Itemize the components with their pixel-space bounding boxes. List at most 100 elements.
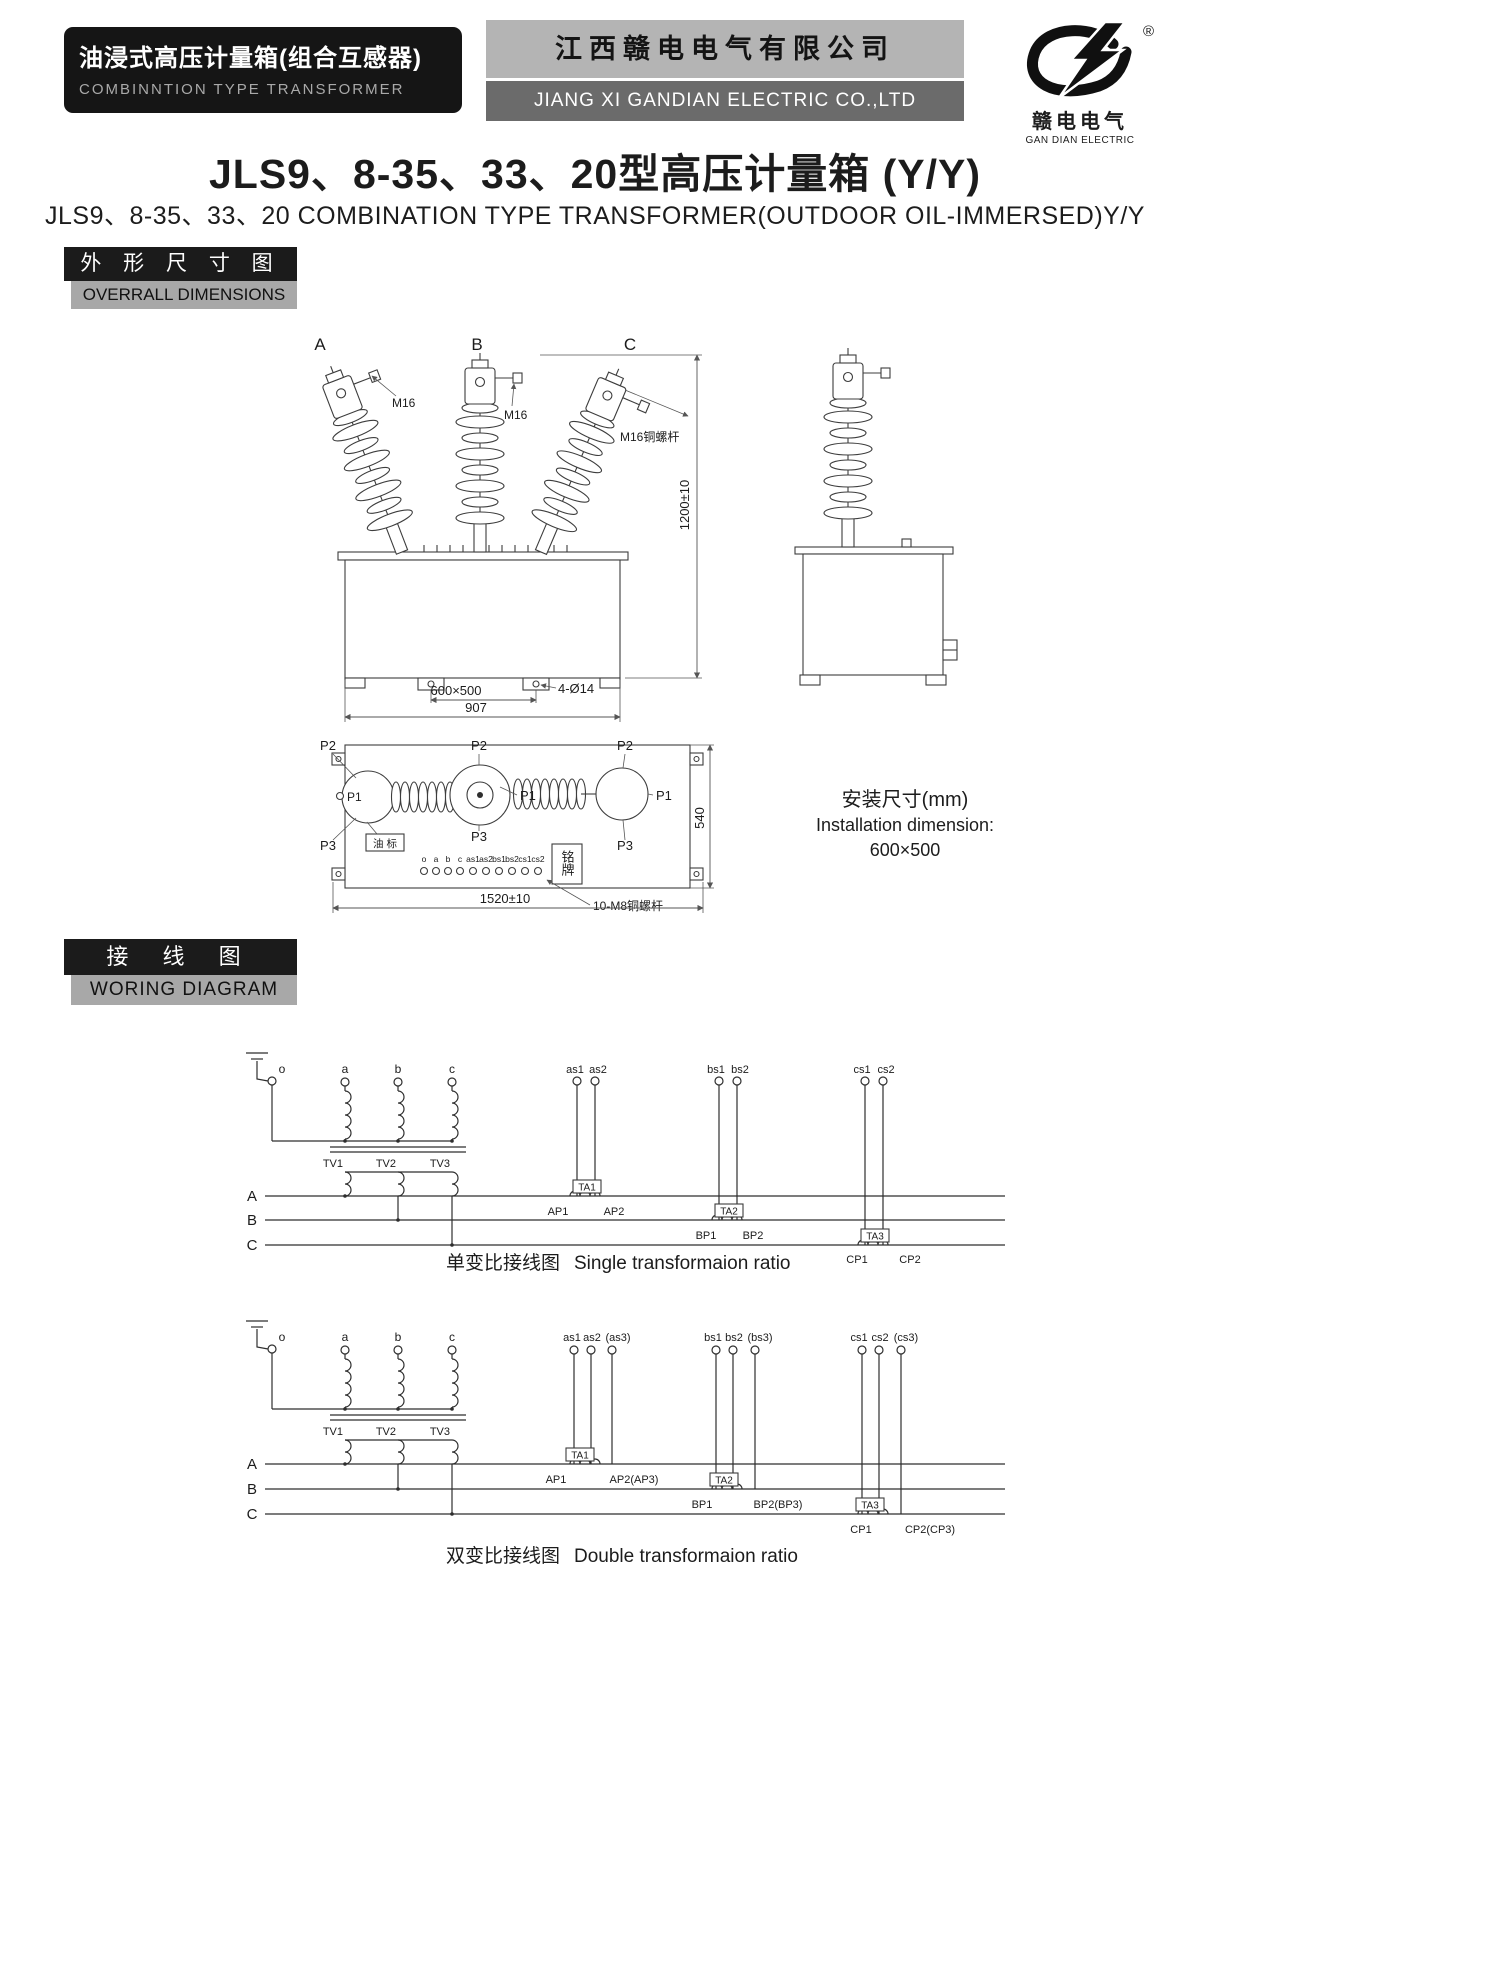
dimension-drawing: A B C M16 M16 M16铜螺杆 1200±10 600×500 4-Ø… <box>307 335 994 913</box>
w2-ap2-label: AP2(AP3) <box>610 1474 659 1486</box>
product-title-en: COMBINNTION TYPE TRANSFORMER <box>79 81 405 98</box>
w2-cs1-label: cs1 <box>850 1332 867 1344</box>
insulator-phase-c <box>518 358 658 569</box>
w2-bs1-label: bs1 <box>704 1332 722 1344</box>
dim-overall-width-label: 1520±10 <box>480 891 531 906</box>
logo-text-en: GAN DIAN ELECTRIC <box>1025 135 1135 146</box>
installation-value: 600×500 <box>870 840 941 860</box>
side-view-drawing <box>794 347 958 686</box>
p3-left-label: P3 <box>320 838 336 853</box>
w1-cs2-label: cs2 <box>877 1064 894 1076</box>
w2-tv3-label: TV3 <box>430 1426 450 1438</box>
w2-ta3-label: TA3 <box>861 1501 879 1512</box>
w2-tv2-label: TV2 <box>376 1426 396 1438</box>
w1-tv1-label: TV1 <box>323 1158 343 1170</box>
w2-line-c-label: C <box>247 1506 258 1523</box>
w2-line-b-label: B <box>247 1481 257 1498</box>
terminal-label: as2 <box>479 854 493 864</box>
w2-ta2-label: TA2 <box>715 1476 733 1487</box>
dim-height-label: 1200±10 <box>677 480 692 531</box>
w1-caption-en: Single transformaion ratio <box>574 1253 791 1274</box>
terminal-label: c <box>458 854 463 864</box>
section-dimensions-cn: 外 形 尺 寸 图 <box>64 247 297 281</box>
dim-base-label: 600×500 <box>431 683 482 698</box>
insulator-phase-a <box>307 350 442 562</box>
w1-coil-b-label: b <box>395 1062 402 1076</box>
w2-as3-label: (as3) <box>605 1332 630 1344</box>
page-title: JLS9、8-35、33、20型高压计量箱 (Y/Y) <box>208 151 982 197</box>
w1-cp2-label: CP2 <box>899 1254 920 1266</box>
product-title-cn: 油浸式高压计量箱(组合互感器) <box>79 45 422 72</box>
w2-coil-c-label: c <box>449 1330 455 1344</box>
w2-neutral-label: o <box>279 1330 286 1344</box>
w1-line-a-label: A <box>247 1188 257 1205</box>
bolt-b-label: M16 <box>504 408 528 422</box>
wiring-single-diagram: o a b c TV1 TV2 TV3 <box>246 1052 1005 1274</box>
rod-m8-label: 10-M8铜螺杆 <box>593 898 663 913</box>
w2-bp2-label: BP2(BP3) <box>754 1499 803 1511</box>
company-name-en: JIANG XI GANDIAN ELECTRIC CO.,LTD <box>486 81 964 121</box>
w1-bs2-label: bs2 <box>731 1064 749 1076</box>
w2-as1-label: as1 <box>563 1332 581 1344</box>
w2-tv1-label: TV1 <box>323 1426 343 1438</box>
section-wiring-cn: 接 线 图 <box>64 939 297 975</box>
w1-caption-cn: 单变比接线图 <box>446 1252 560 1274</box>
installation-note: 安装尺寸(mm) Installation dimension: 600×500 <box>816 788 994 860</box>
company-logo-mark: ® <box>1027 20 1154 99</box>
wiring-diagrams: o a b c TV1 TV2 TV3 <box>246 1052 1005 1567</box>
w1-cp1-label: CP1 <box>846 1254 867 1266</box>
insulator-side <box>823 347 891 548</box>
w2-caption-cn: 双变比接线图 <box>446 1545 560 1567</box>
terminal-row: o a b c as1 as2 bs1 bs2 cs1 cs2 <box>419 854 545 876</box>
w2-bp1-label: BP1 <box>692 1499 713 1511</box>
terminal-label: cs1 <box>518 854 532 864</box>
w2-caption-en: Double transformaion ratio <box>574 1546 798 1567</box>
w2-ap1-label: AP1 <box>546 1474 567 1486</box>
p3-right-label: P3 <box>617 838 633 853</box>
rod-c-label: M16铜螺杆 <box>620 429 679 444</box>
logo-swoosh <box>1027 25 1132 97</box>
w1-as1-label: as1 <box>566 1064 584 1076</box>
w1-bs1-label: bs1 <box>707 1064 725 1076</box>
product-title-box: 油浸式高压计量箱(组合互感器) COMBINNTION TYPE TRANSFO… <box>64 27 462 113</box>
page-subtitle: JLS9、8-35、33、20 COMBINATION TYPE TRANSFO… <box>45 202 1145 230</box>
top-view-drawing: P2 P2 P2 P1 P1 P1 P3 P3 P3 油 标 <box>320 738 714 913</box>
dim-depth-label: 540 <box>692 807 707 829</box>
w2-cs2-label: cs2 <box>871 1332 888 1344</box>
w1-ta1-label: TA1 <box>578 1183 596 1194</box>
w2-cs3-label: (cs3) <box>894 1332 918 1344</box>
terminal-label: a <box>434 854 439 864</box>
w1-tv3-label: TV3 <box>430 1158 450 1170</box>
w1-ta2-label: TA2 <box>720 1207 738 1218</box>
w1-ta3-label: TA3 <box>866 1232 884 1243</box>
company-name-cn: 江西赣电电气有限公司 <box>486 20 964 78</box>
installation-cn: 安装尺寸(mm) <box>842 788 969 811</box>
p1-right-label: P1 <box>656 788 672 803</box>
w1-as2-label: as2 <box>589 1064 607 1076</box>
terminal-label: o <box>422 854 427 864</box>
bolt-a-label: M16 <box>392 396 416 410</box>
insulator-phase-b <box>455 352 523 553</box>
section-dimensions-en: OVERRALL DIMENSIONS <box>71 281 297 309</box>
front-phase-a-label: A <box>314 335 326 354</box>
p2-right-label: P2 <box>617 738 633 753</box>
company-logo: ® 赣电电气 GAN DIAN ELECTRIC <box>995 20 1165 146</box>
w2-ta1-label: TA1 <box>571 1451 589 1462</box>
section-wiring-en: WORING DIAGRAM <box>71 975 297 1005</box>
w1-line-b-label: B <box>247 1212 257 1229</box>
terminal-label: cs2 <box>531 854 545 864</box>
w1-ap2-label: AP2 <box>604 1206 625 1218</box>
p1-mid-label: P1 <box>520 788 536 803</box>
oil-gauge-label: 油 标 <box>373 837 397 850</box>
w1-cs1-label: cs1 <box>853 1064 870 1076</box>
logo-text-cn: 赣电电气 <box>1032 111 1128 133</box>
w2-coil-a-label: a <box>342 1330 349 1344</box>
installation-en: Installation dimension: <box>816 815 994 835</box>
w1-ap1-label: AP1 <box>548 1206 569 1218</box>
w1-line-c-label: C <box>247 1237 258 1254</box>
wiring-double-diagram: o a b c TV1 TV2 TV3 <box>246 1320 1005 1567</box>
w1-coil-c-label: c <box>449 1062 455 1076</box>
w1-coil-a-label: a <box>342 1062 349 1076</box>
terminal-label: as1 <box>466 854 480 864</box>
p2-mid-label: P2 <box>471 738 487 753</box>
